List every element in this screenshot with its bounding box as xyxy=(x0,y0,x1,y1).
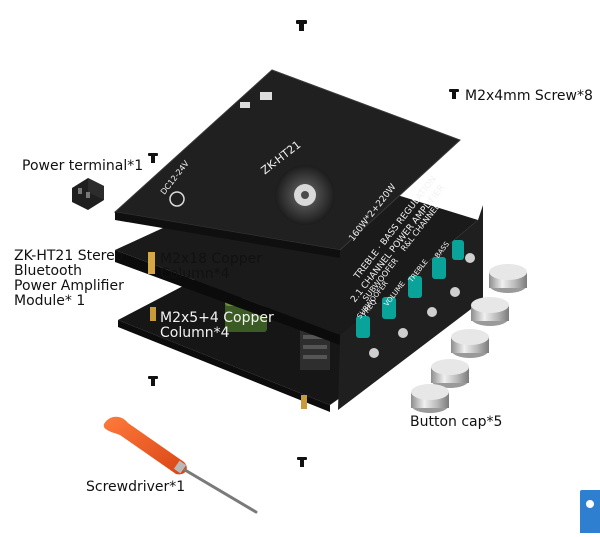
label-copper-column-5: M2x5+4 Copper Column*4 xyxy=(160,310,274,341)
side-widget-tab[interactable] xyxy=(580,490,600,533)
label-screwdriver: Screwdriver*1 xyxy=(86,479,186,495)
screw-icon xyxy=(297,457,307,467)
label-power-terminal: Power terminal*1 xyxy=(22,158,144,174)
screw-icon xyxy=(449,89,459,99)
screw-icon xyxy=(296,20,307,31)
label-copper-column-18: M2x18 Copper Column*4 xyxy=(160,251,263,282)
label-screw: M2x4mm Screw*8 xyxy=(465,88,593,104)
widget-icon xyxy=(586,500,594,508)
screw-icon xyxy=(148,153,158,163)
screwdriver-icon xyxy=(103,416,258,514)
button-cap-icon xyxy=(431,359,469,388)
power-terminal-icon xyxy=(72,178,104,210)
top-cover xyxy=(113,69,461,258)
button-cap-icon xyxy=(411,384,449,413)
button-cap-icon xyxy=(451,329,489,358)
label-module: ZK-HT21 Stereo Bluetooth Power Amplifier… xyxy=(14,248,124,309)
button-cap-icon xyxy=(471,297,509,326)
label-button-cap: Button cap*5 xyxy=(410,414,503,430)
screw-icon xyxy=(148,376,158,386)
button-cap-icon xyxy=(489,264,527,293)
